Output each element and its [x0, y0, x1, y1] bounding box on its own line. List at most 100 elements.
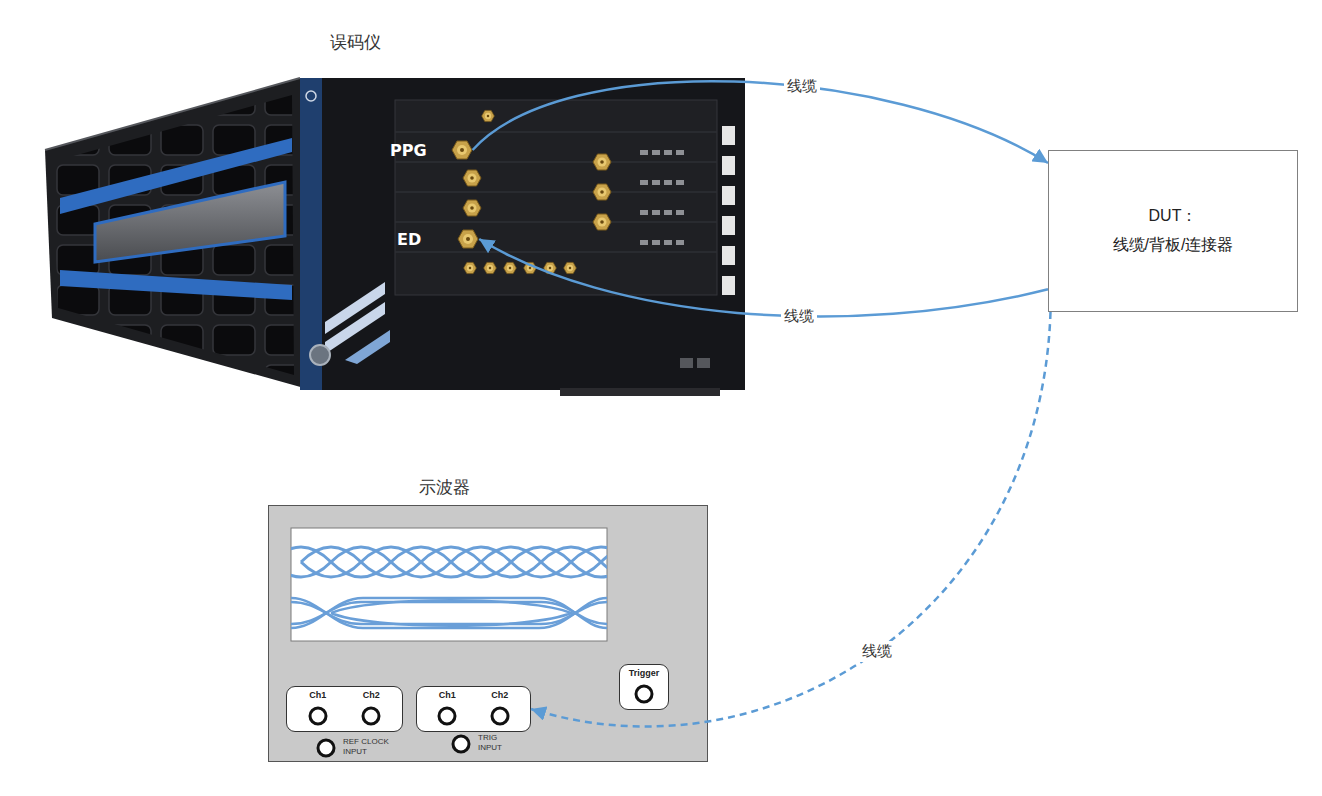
- oscilloscope-body: 示波器Ch1Ch2Ch1Ch2Trigger: [268, 505, 708, 762]
- bert-body-part-part: [676, 150, 684, 155]
- bert-body-part-part: [652, 180, 660, 185]
- dut-box: DUT：线缆/背板/连接器: [1048, 150, 1298, 312]
- bert-body-part: [593, 184, 611, 200]
- sma-connector-part-part: [463, 234, 473, 244]
- port-name: ED: [397, 230, 421, 249]
- port-ring-part: [360, 705, 382, 727]
- channel-port-group: Ch1Ch2: [286, 686, 403, 732]
- edge-label: 线缆: [784, 76, 820, 97]
- edge-label-holder: 线缆: [859, 641, 895, 662]
- bert-body-part-part: [664, 210, 672, 215]
- bert-body-part: [95, 182, 285, 262]
- port-caption: TRIG INPUT: [478, 733, 512, 753]
- scope-screen: [291, 528, 607, 641]
- sma-connector-part-part: [457, 145, 467, 155]
- port-name: Ch2: [363, 690, 380, 701]
- port-column: Ch2: [489, 690, 511, 731]
- bert-body-part-part: [640, 180, 648, 185]
- bert-body-part: [680, 358, 693, 368]
- bert-body-part: [45, 78, 300, 150]
- bert-body-part: [697, 358, 710, 368]
- port-name: PPG: [390, 141, 427, 160]
- bert-body-part: [306, 91, 316, 101]
- bert-body-part: [300, 78, 322, 390]
- bert-body-part-part: [722, 156, 735, 175]
- waveform-display-part-part: [291, 602, 607, 624]
- heading-holder: 示波器: [419, 476, 470, 499]
- edge-label: 线缆: [859, 641, 895, 662]
- bert-body-part-part: [664, 180, 672, 185]
- port-ring-part: [633, 683, 655, 705]
- port-label-node: ED: [397, 225, 479, 253]
- bert-body-part-part: [395, 251, 717, 253]
- bert-body-part: [504, 262, 517, 273]
- bert-body-part: [310, 345, 330, 365]
- bert-body-part-part: [395, 191, 717, 193]
- port-ring-part-part: [492, 708, 508, 724]
- port-column: Ch2: [360, 690, 382, 731]
- edge-label-holder: 线缆: [781, 306, 817, 327]
- bert-body-part: [593, 214, 611, 230]
- bert-body: [45, 78, 745, 396]
- bert-body-part-part: [722, 186, 735, 205]
- bert-body-part-part: [640, 210, 648, 215]
- waveform-display-part-part: [271, 547, 631, 577]
- instrument-heading: 示波器: [419, 478, 470, 497]
- label-holder: REF CLOCK INPUT: [343, 737, 395, 757]
- bert-body-part: [345, 330, 390, 364]
- dut-text: DUT：: [1149, 206, 1198, 227]
- bert-body-part: [544, 262, 557, 273]
- port-ring: [633, 683, 655, 705]
- sma-connector-part: [451, 139, 473, 161]
- port-ring-part: [307, 705, 329, 727]
- waveform-display-part: [271, 547, 661, 577]
- trig-port: [453, 736, 469, 752]
- bert-body-part: [722, 126, 735, 295]
- bert-body-part-part: [664, 240, 672, 245]
- channel-port-group: Trigger: [619, 664, 669, 710]
- bert-instrument-illustration: [40, 75, 745, 395]
- port-label-node: PPG: [390, 136, 473, 164]
- port-ring: [489, 705, 511, 727]
- sma-connector: [451, 139, 473, 161]
- port-name: Ch2: [491, 690, 508, 701]
- bert-body-part-part: [640, 150, 648, 155]
- label-holder: TRIG INPUT: [478, 733, 512, 753]
- instrument-heading: 误码仪: [330, 33, 381, 52]
- waveform-display-part-part: [331, 600, 571, 626]
- bert-instrument: 误码仪PPGED: [40, 75, 745, 395]
- bert-body-part: [395, 100, 717, 295]
- port-ring-part: [436, 705, 458, 727]
- port-name: Ch1: [439, 690, 456, 701]
- bert-body-part-part: [722, 216, 735, 235]
- bert-body-part: [593, 154, 611, 170]
- waveform-display-part-part: [291, 598, 607, 628]
- sma-connector-part-part: [466, 237, 470, 241]
- edge-label: 线缆: [781, 306, 817, 327]
- port-ring: [360, 705, 382, 727]
- sma-connector-part-part: [452, 141, 472, 159]
- sma-connector-part: [457, 228, 479, 250]
- bert-body-part: [640, 150, 684, 245]
- channel-port-group: Ch1 Ch2: [416, 686, 531, 732]
- port-caption: REF CLOCK INPUT: [343, 737, 395, 757]
- bert-body-part-part: [652, 240, 660, 245]
- bert-body-part-part: [640, 240, 648, 245]
- bert-body-part-part: [395, 161, 717, 163]
- ref-clock-port: [318, 740, 334, 756]
- heading-holder: 误码仪: [330, 31, 381, 54]
- bert-body-part-part: [652, 210, 660, 215]
- port-column: Trigger: [629, 668, 660, 709]
- waveform-display-part-part: [301, 547, 661, 577]
- port-ring-part-part: [439, 708, 455, 724]
- port-ring-part-part: [310, 708, 326, 724]
- sma-connector-part-part: [460, 148, 464, 152]
- bert-body-part: [524, 262, 537, 273]
- sma-connector-part-part: [458, 230, 478, 248]
- waveform-display-part-part: [291, 598, 607, 628]
- port-column: Ch1: [436, 690, 458, 731]
- bert-body-part: [482, 110, 495, 121]
- waveform-display-part-part: [301, 547, 661, 577]
- port-ring: [307, 705, 329, 727]
